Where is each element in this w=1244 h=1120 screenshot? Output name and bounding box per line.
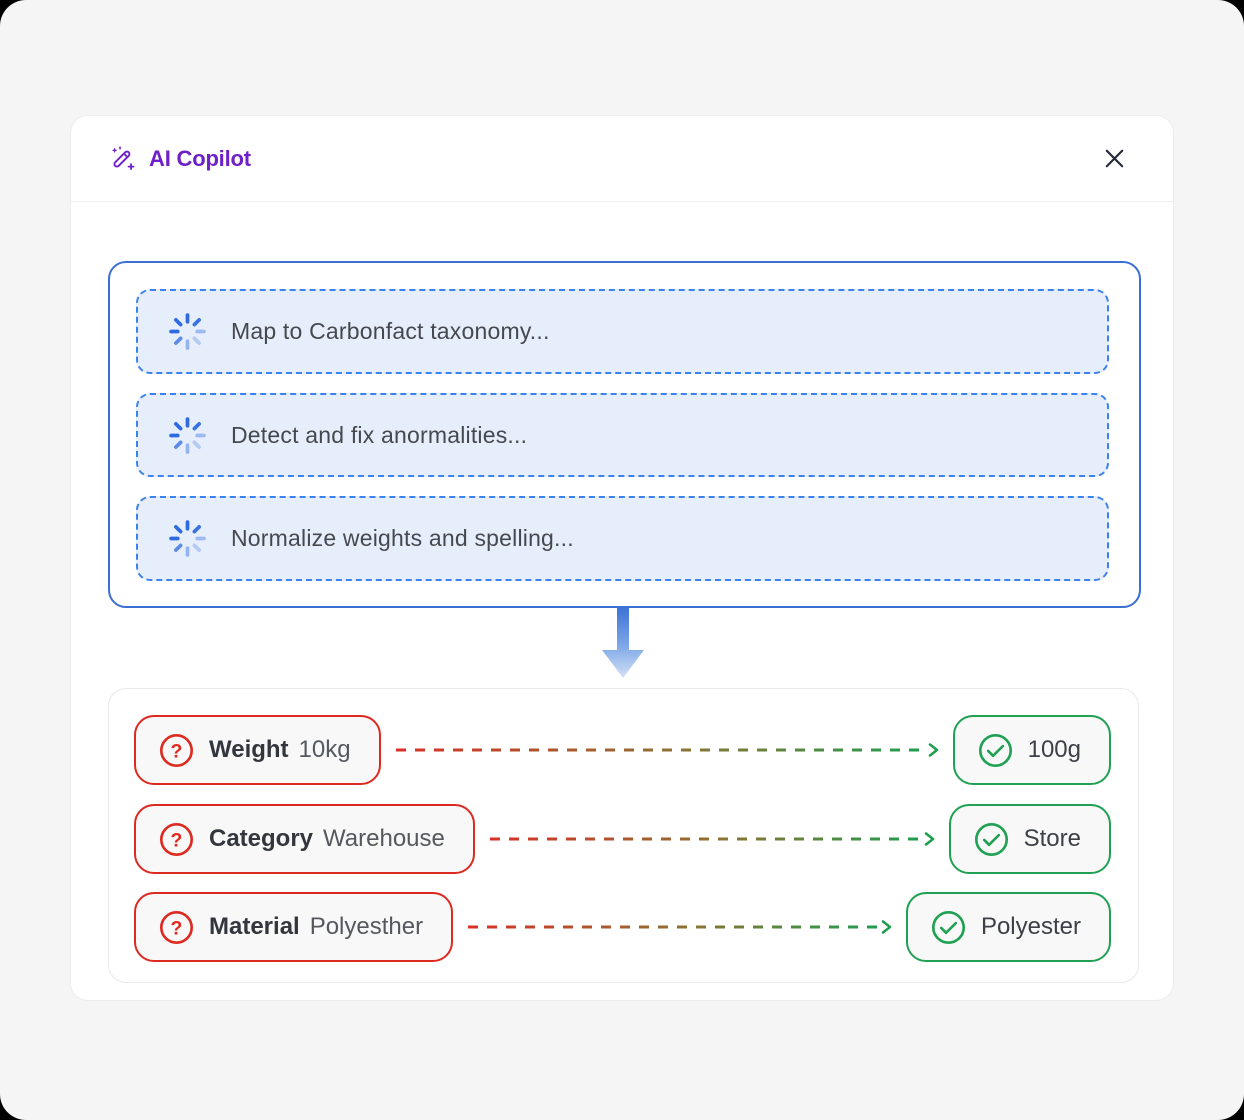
svg-text:?: ? — [171, 740, 183, 762]
loading-spinner-icon — [169, 520, 206, 557]
magic-wand-icon — [109, 145, 136, 172]
ai-copilot-panel: AI Copilot — [70, 115, 1174, 1001]
task-item-label: Normalize weights and spelling... — [231, 525, 574, 552]
corrected-value: Store — [1023, 825, 1081, 852]
original-value-pill: ? Material Polyesther — [134, 892, 454, 962]
corrected-value: 100g — [1027, 736, 1081, 763]
check-circle-icon — [930, 909, 967, 946]
task-item: Map to Carbonfact taxonomy... — [136, 289, 1109, 374]
corrected-value-pill: Polyester — [905, 892, 1111, 962]
arrowhead-icon — [880, 918, 893, 936]
connector-dashes — [489, 837, 921, 841]
question-circle-icon: ? — [158, 732, 195, 769]
close-icon — [1101, 145, 1128, 172]
transform-connector — [466, 912, 893, 942]
connector-dashes — [468, 925, 878, 929]
corrected-value-pill: 100g — [952, 715, 1111, 785]
task-item: Normalize weights and spelling... — [136, 496, 1109, 582]
question-circle-icon: ? — [158, 821, 195, 858]
svg-text:?: ? — [171, 829, 183, 851]
field-label: Weight — [209, 736, 289, 763]
original-value-pill: ? Category Warehouse — [134, 804, 475, 874]
arrowhead-icon — [927, 741, 940, 759]
flow-arrow-icon — [601, 606, 645, 683]
original-value: Warehouse — [323, 825, 445, 852]
corrected-value-pill: Store — [948, 804, 1111, 874]
correction-row: ? Material Polyesther — [134, 892, 1111, 962]
tasks-container: Map to Carbonfact taxonomy... Dete — [108, 261, 1141, 608]
close-button[interactable] — [1097, 142, 1131, 176]
correction-row: ? Weight 10kg — [134, 715, 1111, 785]
original-value-pill: ? Weight 10kg — [134, 715, 381, 785]
connector-dashes — [395, 748, 925, 752]
loading-spinner-icon — [169, 416, 206, 454]
check-circle-icon — [973, 821, 1010, 858]
field-label: Material — [209, 913, 300, 940]
loading-spinner-icon — [169, 313, 206, 350]
panel-header: AI Copilot — [71, 116, 1173, 202]
panel-title: AI Copilot — [149, 145, 251, 171]
question-circle-icon: ? — [158, 909, 195, 946]
corrected-value: Polyester — [980, 913, 1081, 940]
field-label: Category — [209, 825, 314, 852]
transform-connector — [488, 824, 936, 854]
check-circle-icon — [977, 732, 1014, 769]
original-value: 10kg — [298, 736, 351, 763]
original-value: Polyesther — [309, 913, 424, 940]
task-item-label: Map to Carbonfact taxonomy... — [231, 317, 550, 344]
task-item: Detect and fix anormalities... — [136, 392, 1109, 478]
task-item-label: Detect and fix anormalities... — [231, 421, 528, 448]
svg-text:?: ? — [171, 917, 183, 939]
corrections-card: ? Weight 10kg — [108, 688, 1139, 983]
correction-row: ? Category Warehouse — [134, 804, 1111, 874]
transform-connector — [394, 735, 940, 765]
arrowhead-icon — [923, 830, 936, 848]
